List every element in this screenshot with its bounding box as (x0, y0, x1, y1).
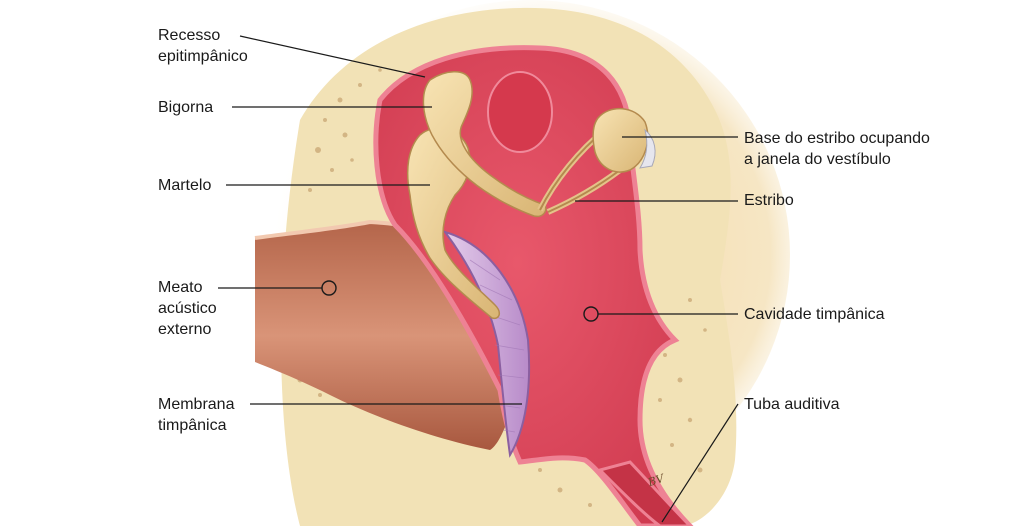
cavity-marker (583, 306, 599, 322)
leader-lines (218, 35, 739, 523)
label-recesso-epitimpanico: Recesso epitimpânico (158, 27, 248, 65)
leader-tuba (661, 403, 739, 523)
label-base-do-estribo: Base do estribo ocupando a janela do ves… (744, 130, 930, 168)
stapes-base (592, 108, 649, 173)
membrane-fibers (469, 259, 525, 433)
label-membrana-timpanica: Membrana timpânica (158, 396, 235, 434)
label-bigorna: Bigorna (158, 99, 214, 116)
promontory (487, 71, 553, 153)
oval-window-ligament (638, 128, 656, 169)
label-martelo: Martelo (158, 177, 212, 194)
leader-recesso (239, 35, 426, 78)
meatus-marker (321, 280, 337, 296)
label-estribo: Estribo (744, 192, 794, 209)
auditory-tube (597, 460, 693, 526)
label-cavidade-timpanica: Cavidade timpânica (744, 306, 885, 323)
label-tuba-auditiva: Tuba auditiva (744, 396, 840, 413)
label-meato-acustico-externo: Meato acústico externo (158, 279, 217, 338)
